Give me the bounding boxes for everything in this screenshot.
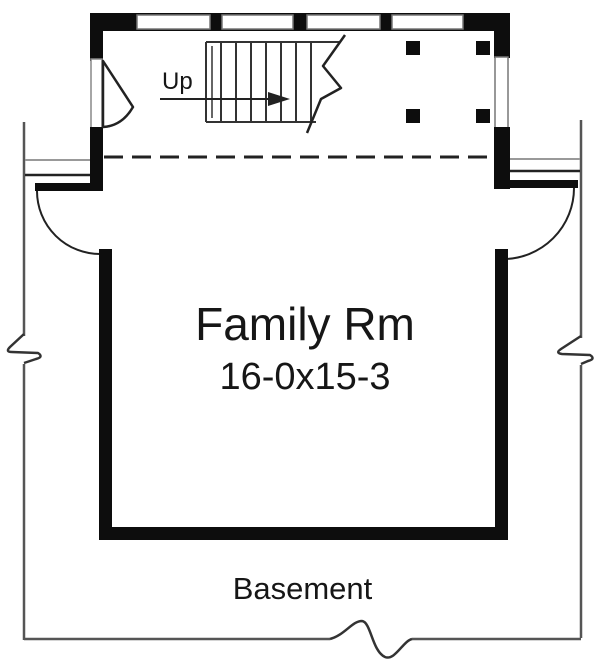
right-wall-upper (494, 13, 510, 58)
up-label: Up (162, 68, 193, 95)
family-room-walls (99, 249, 508, 540)
window-icon (136, 14, 211, 30)
window-icon (494, 56, 509, 130)
break-line-icon (6, 333, 42, 365)
room-left-wall (99, 249, 112, 540)
support-post (406, 109, 420, 123)
room-bottom-wall (99, 527, 508, 540)
door-jamb (90, 58, 103, 130)
stairs (205, 34, 347, 134)
room-name-label: Family Rm (195, 298, 415, 350)
door-leaf (500, 180, 578, 188)
door-swing-icon (502, 187, 575, 260)
left-door (35, 183, 103, 256)
window-icon (306, 14, 381, 30)
left-wall-lower (90, 127, 103, 191)
support-post (476, 41, 490, 55)
support-post (406, 41, 420, 55)
right-wall-lower (494, 127, 510, 189)
door-leaf (35, 183, 103, 191)
basement-label: Basement (232, 571, 373, 606)
up-arrow-icon (160, 92, 290, 106)
break-line-icon (557, 334, 594, 366)
window-icon (221, 14, 294, 30)
foundation-outline (6, 120, 594, 659)
right-door (500, 180, 578, 260)
room-right-wall (495, 249, 508, 540)
window-icon (391, 14, 464, 30)
support-post (476, 109, 490, 123)
break-line-icon (329, 619, 413, 659)
door-swing-icon (36, 190, 102, 256)
left-wall-upper (90, 13, 103, 61)
up-arrow-head (268, 92, 290, 106)
break-line-icon (305, 34, 347, 134)
stair-hall (90, 13, 510, 191)
door-swing-icon (101, 59, 135, 129)
room-dimensions-label: 16-0x15-3 (219, 356, 391, 398)
